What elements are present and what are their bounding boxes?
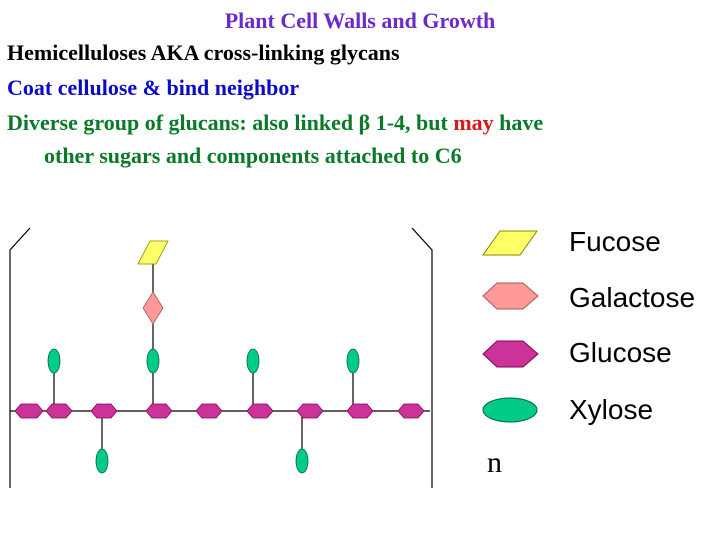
xylose-4	[346, 348, 360, 374]
text-line-other-sugars: other sugars and components attached to …	[44, 143, 462, 168]
right-bracket	[411, 227, 433, 488]
legend-label-xylose: Xylose	[569, 394, 654, 425]
repeat-unit-n: n	[487, 446, 502, 479]
xylose-1	[47, 348, 61, 374]
legend-fucose-swatch	[482, 230, 538, 256]
text-line-coat-cellulose: Coat cellulose & bind neighbor	[7, 75, 300, 100]
xylose-branches	[47, 348, 360, 474]
glucose-6	[246, 403, 274, 419]
glucose-7	[296, 403, 324, 419]
glucose-8	[346, 403, 374, 419]
xylose-5	[95, 448, 109, 474]
text-line3-end: have	[493, 110, 544, 135]
legend-label-galactose: Galactose	[569, 282, 696, 313]
legend-xylose-swatch	[482, 397, 538, 423]
left-bracket	[9, 227, 31, 488]
xylose-6	[295, 448, 309, 474]
text-line3-mid: 1-4, but	[370, 110, 454, 135]
slide-title: Plant Cell Walls and Growth	[224, 8, 496, 33]
glucose-3	[90, 403, 118, 419]
glucose-backbone	[14, 403, 425, 419]
emphasis-may: may	[453, 110, 494, 135]
text-line-diverse-glucans: Diverse group of glucans: also linked β …	[7, 110, 543, 136]
beta-symbol: β	[358, 110, 371, 135]
glucose-1	[14, 403, 44, 419]
legend-shapes	[482, 230, 539, 423]
glucose-5	[195, 403, 223, 419]
text-line-hemicelluloses: Hemicelluloses AKA cross-linking glycans	[7, 40, 400, 65]
glucose-9	[397, 403, 425, 419]
legend-glucose-swatch	[482, 340, 539, 368]
xylose-2	[146, 348, 160, 374]
xylose-3	[246, 348, 260, 374]
legend-galactose-swatch	[482, 282, 539, 310]
glucose-2	[45, 403, 73, 419]
branch-stems	[53, 252, 354, 450]
legend-label-glucose: Glucose	[569, 337, 672, 368]
text-line3-start: Diverse group of glucans: also linked	[7, 110, 359, 135]
legend-label-fucose: Fucose	[569, 226, 661, 257]
glucose-4	[145, 403, 173, 419]
fucose-branch	[137, 240, 169, 265]
galactose-branch	[142, 291, 164, 325]
